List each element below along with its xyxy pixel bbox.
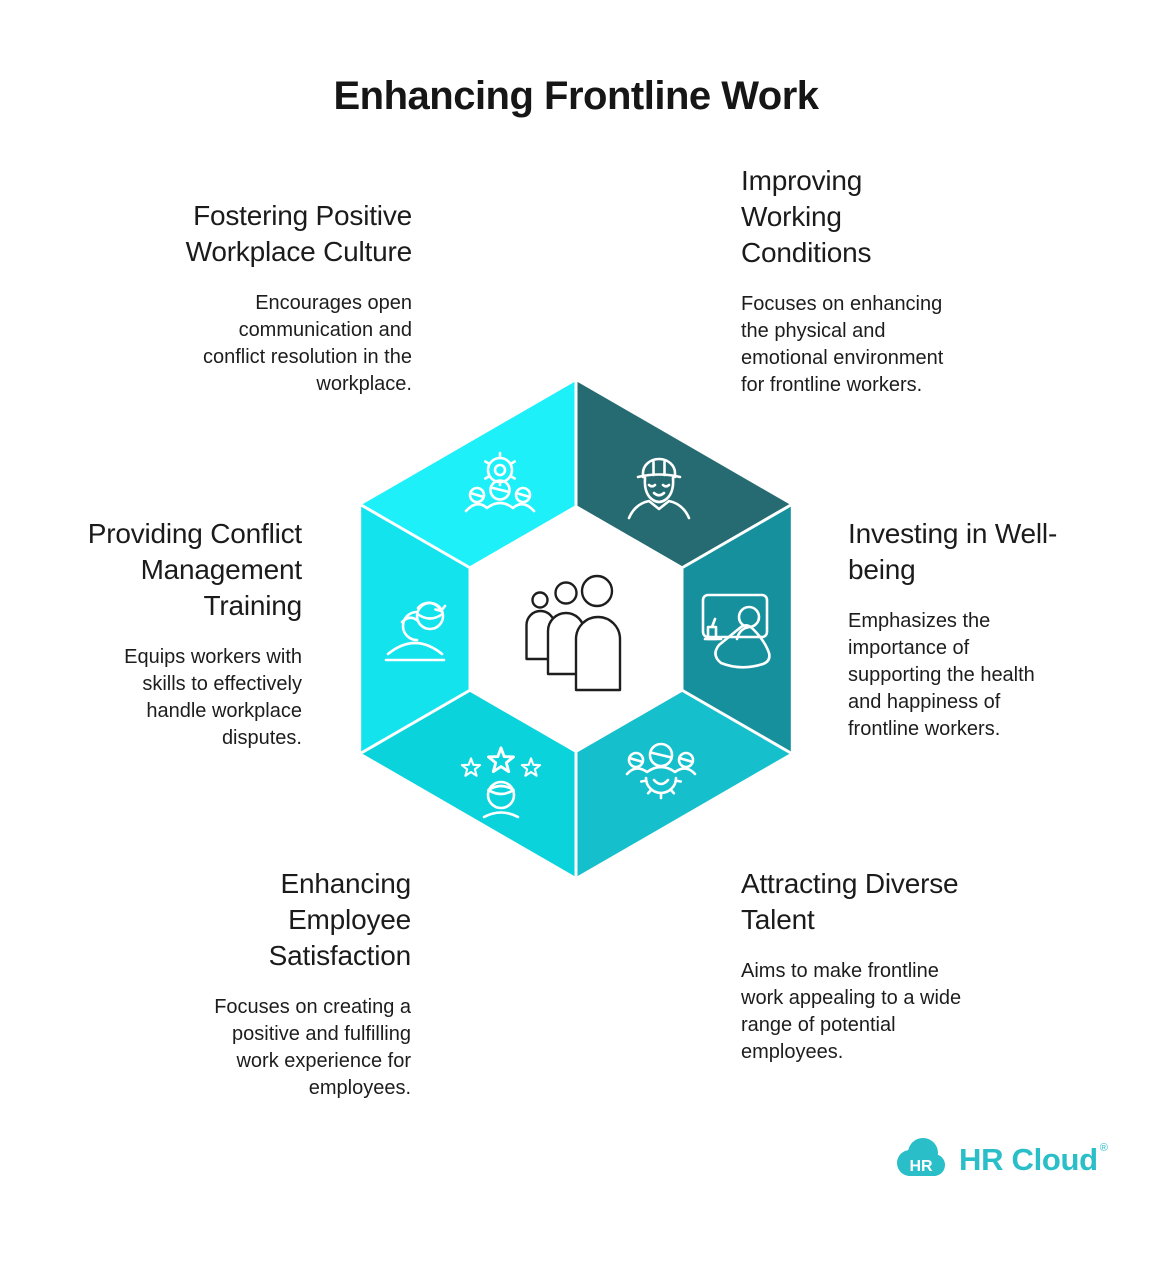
section-heading: Improving Working Conditions	[741, 165, 872, 268]
section-body: Encourages open communication and confli…	[202, 292, 412, 395]
hexagon-face-workplace-culture	[361, 381, 576, 567]
logo-wordmark: HR Cloud	[959, 1142, 1098, 1177]
hexagon-face-working-conditions	[576, 381, 791, 567]
team-gear-icon	[625, 742, 697, 800]
section-heading: Attracting Diverse Talent	[741, 868, 959, 935]
people-group-icon	[525, 574, 622, 692]
section-body: Equips workers with skills to effectivel…	[124, 646, 302, 749]
hexagon-diagram	[359, 379, 793, 879]
section-body: Aims to make frontline work appealing to…	[741, 960, 962, 1063]
gear-team-icon	[464, 451, 536, 513]
section-body: Focuses on enhancing the physical and em…	[741, 293, 944, 396]
hexagon-face-employee-satisfaction	[361, 691, 576, 877]
section-body: Focuses on creating a positive and fulfi…	[214, 996, 411, 1099]
section-working-conditions: Improving Working Conditions Focuses on …	[741, 163, 1031, 399]
section-employee-satisfaction: Enhancing Employee Satisfaction Focuses …	[121, 866, 411, 1102]
registered-mark: ®	[1099, 1142, 1108, 1154]
hr-cloud-logo: HR HR Cloud ®	[895, 1136, 1108, 1184]
person-refresh-icon	[384, 601, 447, 662]
worker-hardhat-icon	[627, 457, 691, 520]
stars-person-icon	[460, 746, 542, 819]
section-well-being: Investing in Well- being Emphasizes the …	[848, 516, 1108, 743]
hexagon-dividers	[359, 379, 793, 879]
logo-badge-text: HR	[909, 1158, 933, 1175]
section-heading: Providing Conflict Management Training	[87, 518, 302, 621]
hexagon-face-diverse-talent	[576, 691, 791, 877]
section-heading: Fostering Positive Workplace Culture	[185, 200, 413, 267]
hexagon-face-conflict-training	[361, 505, 469, 753]
page-title: Enhancing Frontline Work	[333, 74, 819, 118]
section-conflict-training: Providing Conflict Management Training E…	[32, 516, 302, 752]
section-heading: Investing in Well- being	[848, 518, 1058, 585]
section-workplace-culture: Fostering Positive Workplace Culture Enc…	[92, 198, 413, 398]
section-body: Emphasizes the importance of supporting …	[848, 610, 1035, 740]
section-heading: Enhancing Employee Satisfaction	[268, 868, 412, 971]
hr-cloud-cloud-icon: HR	[897, 1138, 945, 1176]
section-diverse-talent: Attracting Diverse Talent Aims to make f…	[741, 866, 1041, 1066]
person-relaxing-icon	[701, 593, 771, 669]
